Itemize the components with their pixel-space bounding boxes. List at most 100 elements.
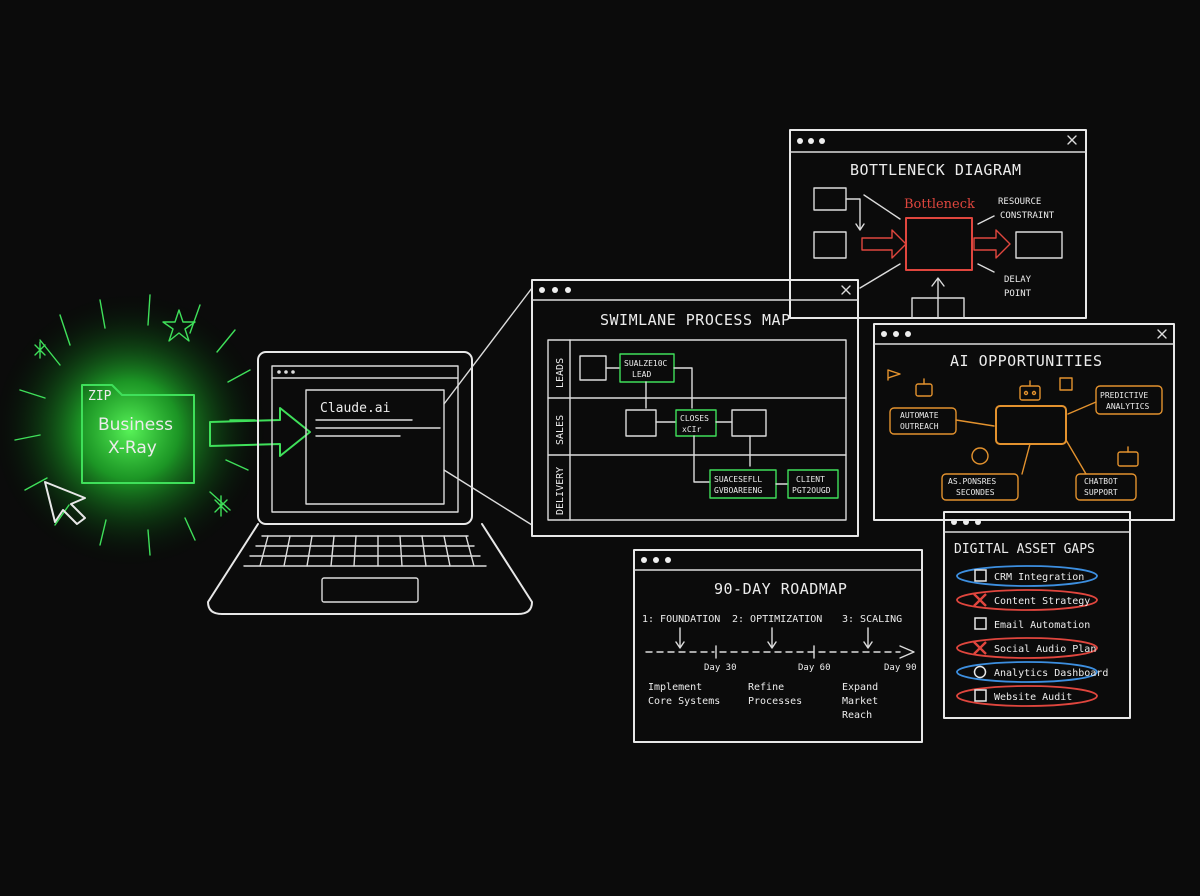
ai-item-chatbot	[1075, 473, 1137, 501]
node-closes	[675, 409, 717, 437]
gap-item[interactable]: Website Audit	[956, 685, 1098, 707]
gap-item-label: Website Audit	[994, 692, 1072, 703]
roadmap-window: 90-DAY ROADMAP 1: FOUNDATION 2: OPTIMIZA…	[633, 549, 923, 743]
x-mark-icon	[973, 641, 987, 655]
folder-tag: ZIP	[88, 389, 112, 404]
flag-icon	[887, 369, 901, 381]
bottleneck-window: BOTTLENECK DIAGRAM Bottleneck RESOURCE C…	[789, 129, 1087, 319]
ai-item-predictive	[1095, 385, 1163, 415]
highlight-ring	[956, 685, 1098, 707]
digital-asset-gaps-window: DIGITAL ASSET GAPS CRM IntegrationConten…	[943, 511, 1131, 719]
svg-text:SUACESEFLL: SUACESEFLL	[714, 475, 762, 484]
gap-item[interactable]: Content Strategy	[956, 589, 1098, 611]
roadmap-frame	[633, 549, 923, 743]
ai-core	[995, 405, 1067, 445]
radio-icon	[973, 665, 987, 679]
svg-text:PGT2OUGD: PGT2OUGD	[792, 486, 831, 495]
svg-text:AUTOMATE: AUTOMATE	[900, 411, 939, 420]
gap-item-label: Social Audio Plan	[994, 644, 1096, 655]
robot-icon	[915, 378, 933, 397]
business-xray-folder[interactable]: ZIP Business X-Ray	[0, 290, 270, 570]
svg-text:LEAD: LEAD	[632, 370, 651, 379]
ai-item-outreach	[889, 407, 957, 435]
svg-text:PREDICTIVE: PREDICTIVE	[1100, 391, 1148, 400]
ai-opportunities-window: AI OPPORTUNITIES AUTOMATE OUTREACH PREDI…	[873, 323, 1175, 521]
svg-text:GVBOAREENG: GVBOAREENG	[714, 486, 762, 495]
gap-item-label: Email Automation	[994, 620, 1090, 631]
svg-text:Implement: Implement	[648, 682, 702, 693]
gap-item[interactable]: Social Audio Plan	[956, 637, 1098, 659]
phase-1: 1: FOUNDATION	[642, 614, 720, 625]
checkbox-icon	[974, 569, 987, 582]
gap-item-label: CRM Integration	[994, 572, 1084, 583]
svg-text:Market: Market	[842, 696, 878, 707]
burst-lines	[14, 294, 256, 556]
node-client	[787, 469, 839, 499]
roadmap-title: 90-DAY ROADMAP	[714, 580, 847, 598]
svg-text:Expand: Expand	[842, 682, 878, 693]
cursor-icon	[44, 481, 86, 525]
zoom-lines	[443, 287, 533, 526]
day-60: Day 60	[798, 663, 831, 673]
delay-line1: DELAY	[1004, 275, 1032, 285]
lane-delivery: DELIVERY	[555, 467, 566, 515]
highlight-ring	[956, 637, 1098, 659]
resource-line2: CONSTRAINT	[1000, 211, 1055, 221]
svg-text:Refine: Refine	[748, 682, 784, 693]
day-30: Day 30	[704, 663, 737, 673]
laptop-lid	[257, 351, 473, 525]
brain-icon	[971, 447, 989, 465]
resource-line1: RESOURCE	[998, 197, 1041, 207]
phase-3: 3: SCALING	[842, 614, 902, 625]
lane-leads: LEADS	[555, 358, 566, 388]
folder-icon	[81, 384, 195, 484]
gap-item[interactable]: Analytics Dashboard	[956, 661, 1108, 683]
gap-item[interactable]: CRM Integration	[956, 565, 1098, 587]
keyboard	[243, 535, 487, 567]
swimlane-window: SWIMLANE PROCESS MAP LEADS SALES DELIVER…	[531, 279, 859, 537]
bottleneck-title: BOTTLENECK DIAGRAM	[850, 161, 1022, 179]
svg-text:CLOSES: CLOSES	[680, 414, 709, 423]
svg-text:OUTREACH: OUTREACH	[900, 422, 939, 431]
svg-text:AS.PONSRES: AS.PONSRES	[948, 477, 996, 486]
close-icon[interactable]	[1067, 135, 1077, 145]
svg-text:SUPPORT: SUPPORT	[1084, 488, 1118, 497]
highlight-ring	[956, 565, 1098, 587]
ai-item-responses	[941, 473, 1019, 501]
claude-window[interactable]	[305, 389, 445, 505]
close-icon[interactable]	[1157, 329, 1167, 339]
sparkle-icon	[214, 495, 228, 517]
laptop-screen	[271, 365, 459, 513]
gap-item-label: Content Strategy	[994, 596, 1090, 607]
svg-text:SUALZE10C: SUALZE10C	[624, 359, 668, 368]
star-icon	[162, 309, 196, 342]
highlight-ring	[956, 589, 1098, 611]
folder-title-line2: X-Ray	[108, 438, 157, 458]
svg-text:xCIr: xCIr	[682, 425, 701, 434]
ai-frame	[873, 323, 1175, 521]
folder-glow	[0, 290, 270, 570]
highlight-ring	[956, 661, 1098, 683]
day-90: Day 90	[884, 663, 917, 673]
trackpad	[321, 577, 419, 603]
bottleneck-label: Bottleneck	[904, 197, 975, 212]
svg-text:Processes: Processes	[748, 696, 802, 707]
gaps-title: DIGITAL ASSET GAPS	[954, 542, 1095, 557]
lane-sales: SALES	[555, 415, 566, 445]
close-icon[interactable]	[841, 285, 851, 295]
svg-text:ANALYTICS: ANALYTICS	[1106, 402, 1150, 411]
svg-text:Reach: Reach	[842, 710, 872, 721]
gap-item[interactable]: Email Automation	[974, 617, 1090, 631]
flag-icon	[1059, 377, 1073, 391]
bottleneck-box	[905, 217, 973, 271]
checkbox-icon	[974, 617, 987, 630]
svg-text:Core Systems: Core Systems	[648, 696, 720, 707]
delay-line2: POINT	[1004, 289, 1032, 299]
svg-text:CLIENT: CLIENT	[796, 475, 825, 484]
robot-icon	[1117, 446, 1139, 467]
checkbox-icon	[974, 689, 987, 702]
gaps-frame	[943, 511, 1131, 719]
svg-text:SECONDES: SECONDES	[956, 488, 995, 497]
